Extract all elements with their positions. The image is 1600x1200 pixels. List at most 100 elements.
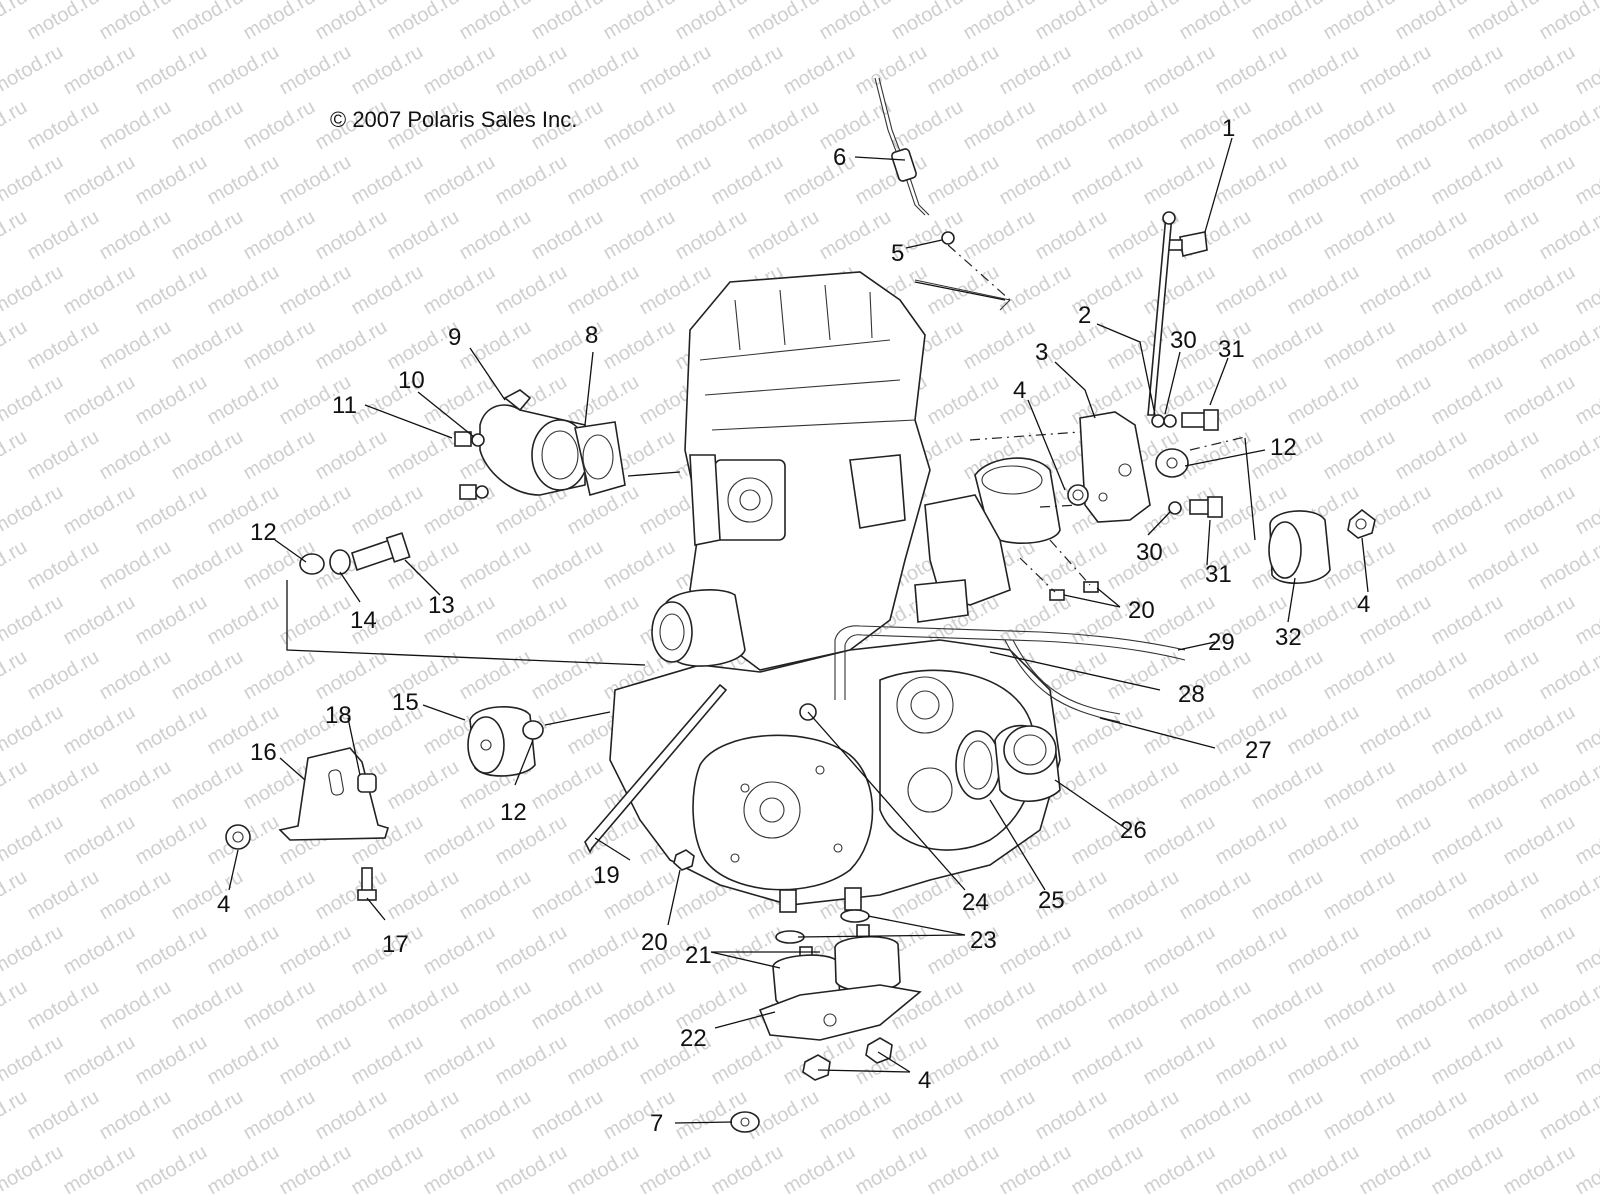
watermark-text: motod.ru: [1392, 426, 1471, 485]
watermark-text: motod.ru: [240, 1086, 319, 1145]
watermark-text: motod.ru: [0, 866, 31, 925]
watermark-text: motod.ru: [600, 316, 679, 375]
watermark-text: motod.ru: [1536, 316, 1600, 375]
watermark-text: motod.ru: [1536, 96, 1600, 155]
watermark-text: motod.ru: [996, 151, 1075, 210]
watermark-text: motod.ru: [1572, 921, 1600, 980]
watermark-text: motod.ru: [384, 0, 463, 44]
watermark-text: motod.ru: [0, 151, 67, 210]
watermark-text: motod.ru: [60, 371, 139, 430]
watermark-text: motod.ru: [1176, 96, 1255, 155]
watermark-text: motod.ru: [1500, 481, 1579, 540]
watermark-text: motod.ru: [1536, 0, 1600, 44]
watermark-text: motod.ru: [564, 811, 643, 870]
watermark-text: motod.ru: [420, 1141, 499, 1200]
watermark-text: motod.ru: [1248, 206, 1327, 265]
watermark-text: motod.ru: [60, 481, 139, 540]
callout-5: 5: [891, 240, 904, 267]
watermark-text: motod.ru: [1212, 1031, 1291, 1090]
watermark-text: motod.ru: [1500, 371, 1579, 430]
watermark-text: motod.ru: [1572, 591, 1600, 650]
watermark-text: motod.ru: [924, 41, 1003, 100]
watermark-text: motod.ru: [1212, 921, 1291, 980]
watermark-text: motod.ru: [1068, 151, 1147, 210]
watermark-text: motod.ru: [204, 1031, 283, 1090]
callout-7: 7: [650, 1110, 663, 1137]
callout-32: 32: [1275, 624, 1302, 651]
watermark-text: motod.ru: [276, 41, 355, 100]
watermark-text: motod.ru: [1140, 41, 1219, 100]
watermark-text: motod.ru: [492, 1031, 571, 1090]
callout-4: 4: [1013, 377, 1026, 404]
watermark-text: motod.ru: [1320, 536, 1399, 595]
watermark-text: motod.ru: [420, 261, 499, 320]
callout-15: 15: [392, 689, 419, 716]
watermark-text: motod.ru: [1464, 976, 1543, 1035]
leader-lines: [228, 137, 1369, 1124]
watermark-text: motod.ru: [348, 41, 427, 100]
watermark-text: motod.ru: [1500, 1031, 1579, 1090]
watermark-text: motod.ru: [60, 1141, 139, 1200]
watermark-text: motod.ru: [1320, 426, 1399, 485]
watermark-text: motod.ru: [60, 811, 139, 870]
callout-31: 31: [1218, 336, 1245, 363]
callout-12: 12: [1270, 434, 1297, 461]
watermark-text: motod.ru: [1176, 976, 1255, 1035]
watermark-text: motod.ru: [1392, 96, 1471, 155]
watermark-text: motod.ru: [1068, 1031, 1147, 1090]
watermark-text: motod.ru: [24, 316, 103, 375]
watermark-text: motod.ru: [96, 96, 175, 155]
watermark-text: motod.ru: [1392, 976, 1471, 1035]
watermark-text: motod.ru: [600, 96, 679, 155]
watermark-text: motod.ru: [132, 41, 211, 100]
watermark-text: motod.ru: [1500, 921, 1579, 980]
watermark-text: motod.ru: [600, 976, 679, 1035]
watermark-text: motod.ru: [1284, 371, 1363, 430]
watermark-text: motod.ru: [564, 371, 643, 430]
watermark-text: motod.ru: [0, 591, 67, 650]
watermark-text: motod.ru: [1428, 151, 1507, 210]
callout-3: 3: [1035, 339, 1048, 366]
watermark-text: motod.ru: [1212, 41, 1291, 100]
watermark-text: motod.ru: [204, 371, 283, 430]
watermark-text: motod.ru: [1428, 921, 1507, 980]
watermark-text: motod.ru: [1068, 41, 1147, 100]
watermark-text: motod.ru: [168, 426, 247, 485]
watermark-text: motod.ru: [312, 426, 391, 485]
watermark-text: motod.ru: [1176, 866, 1255, 925]
watermark-text: motod.ru: [132, 1031, 211, 1090]
watermark-text: motod.ru: [960, 316, 1039, 375]
watermark-text: motod.ru: [456, 646, 535, 705]
watermark-text: motod.ru: [0, 426, 31, 485]
watermark-text: motod.ru: [420, 811, 499, 870]
watermark-text: motod.ru: [600, 536, 679, 595]
watermark-text: motod.ru: [708, 41, 787, 100]
watermark-text: motod.ru: [240, 0, 319, 44]
watermark-text: motod.ru: [1320, 756, 1399, 815]
watermark-text: motod.ru: [1500, 811, 1579, 870]
watermark-text: motod.ru: [708, 1031, 787, 1090]
watermark-text: motod.ru: [1032, 0, 1111, 44]
watermark-text: motod.ru: [0, 976, 31, 1035]
watermark-text: motod.ru: [0, 536, 31, 595]
watermark-text: motod.ru: [240, 646, 319, 705]
watermark-text: motod.ru: [96, 646, 175, 705]
watermark-text: motod.ru: [1104, 976, 1183, 1035]
watermark-text: motod.ru: [1428, 371, 1507, 430]
watermark-text: motod.ru: [1212, 371, 1291, 430]
watermark-text: motod.ru: [1392, 866, 1471, 925]
watermark-text: motod.ru: [276, 261, 355, 320]
watermark-text: motod.ru: [852, 41, 931, 100]
watermark-text: motod.ru: [132, 811, 211, 870]
watermark-text: motod.ru: [1536, 206, 1600, 265]
watermark-text: motod.ru: [708, 1141, 787, 1200]
watermark-text: motod.ru: [1032, 1086, 1111, 1145]
watermark-text: motod.ru: [1356, 151, 1435, 210]
watermark-text: motod.ru: [240, 976, 319, 1035]
watermark-text: motod.ru: [1248, 976, 1327, 1035]
watermark-text: motod.ru: [1500, 1141, 1579, 1200]
watermark-text: motod.ru: [60, 921, 139, 980]
callout-28: 28: [1178, 681, 1205, 708]
watermark-text: motod.ru: [24, 536, 103, 595]
